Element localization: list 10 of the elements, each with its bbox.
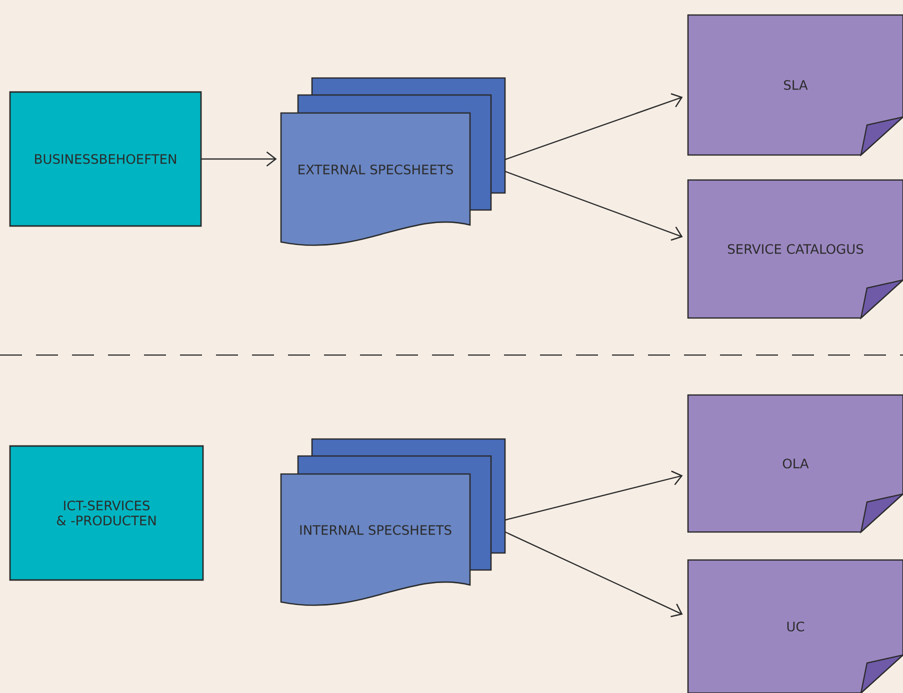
process-box: BUSINESSBEHOEFTEN [9, 91, 202, 227]
document-card: UC [687, 559, 903, 693]
document-stack: EXTERNAL SPECSHEETS [280, 77, 506, 246]
arrow [505, 170, 683, 241]
arrow [505, 470, 683, 521]
document-stack: INTERNAL SPECSHEETS [280, 438, 506, 606]
arrow [201, 151, 277, 167]
arrow [504, 531, 683, 618]
arrow [505, 93, 683, 160]
process-box: ICT-SERVICES & -PRODUCTEN [9, 445, 204, 581]
